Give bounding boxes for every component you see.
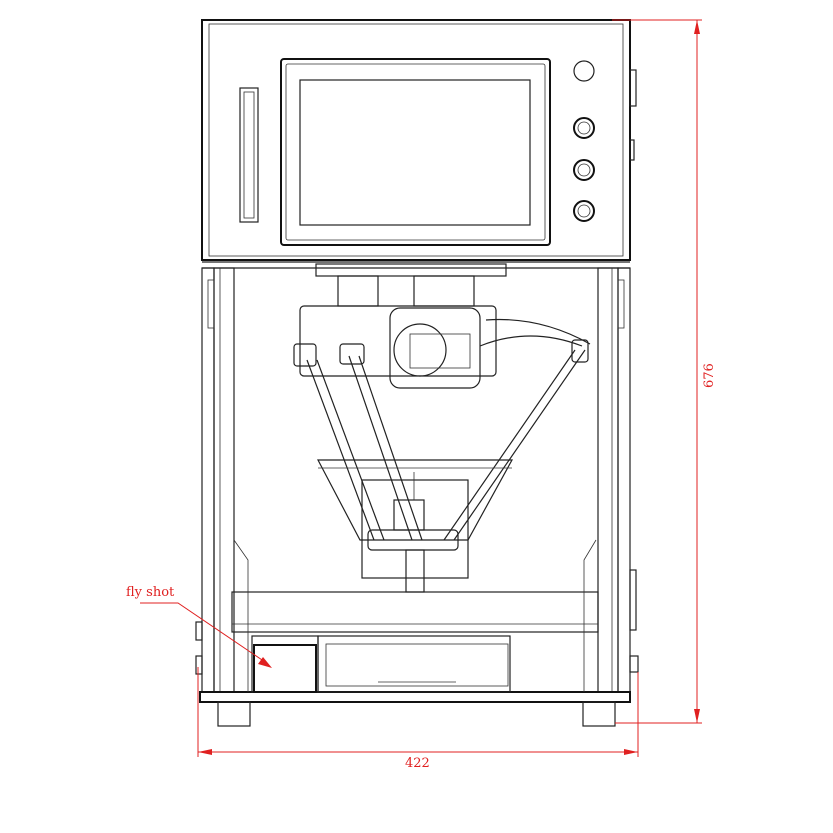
fly-shot-callout: fly shot [126,585,272,668]
control-buttons [573,117,595,222]
knob-button [573,200,595,222]
knob-button [573,117,595,139]
width-dimension: 422 [197,667,639,771]
tray [317,635,511,693]
lower-frame [195,267,639,727]
callout-label: fly shot [126,585,175,600]
arrow-icon [258,657,272,668]
indicator-light-icon [573,60,595,82]
height-dimension-label: 676 [702,363,717,388]
control-cabinet [201,19,637,269]
foot [582,701,616,727]
card-slot [239,87,259,223]
height-dimension: 676 [612,19,717,724]
delta-robot [293,263,591,593]
width-dimension-label: 422 [405,756,430,771]
crossbar [231,591,599,633]
foot [217,701,251,727]
knob-button [573,159,595,181]
touch-screen [280,58,551,246]
